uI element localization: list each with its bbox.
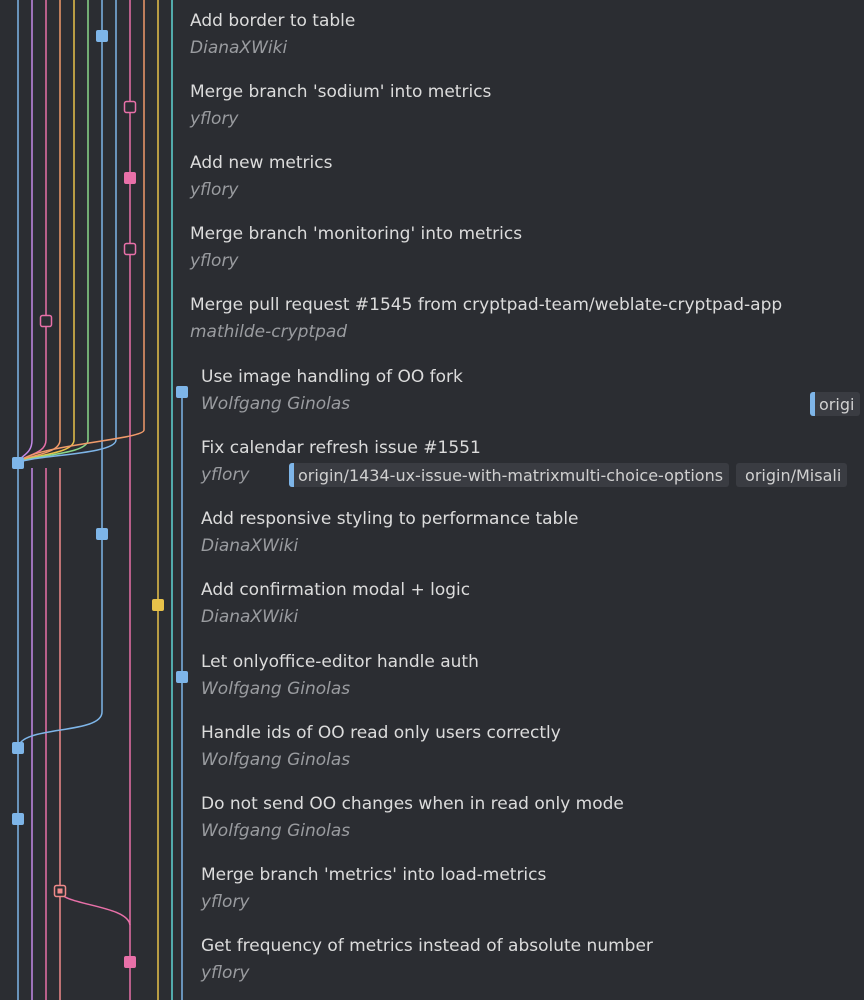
commit-message: Merge pull request #1545 from cryptpad-t… (190, 295, 783, 315)
merge-node-dot (57, 888, 63, 894)
commit-author: yflory (190, 251, 239, 271)
commit-row[interactable]: Merge branch 'metrics' into load-metrics… (0, 855, 864, 926)
commit-node[interactable] (12, 457, 24, 469)
commit-row[interactable]: Do not send OO changes when in read only… (0, 784, 864, 855)
merge-curve (17, 439, 117, 464)
commit-author: yflory (190, 109, 239, 129)
commit-author: Wolfgang Ginolas (201, 394, 351, 414)
branch-refs: origi (810, 392, 861, 416)
merge-curve (17, 429, 145, 464)
branch-ref[interactable]: origin/1434-ux-issue-with-matrixmulti-ch… (289, 463, 730, 487)
commit-message: Add responsive styling to performance ta… (201, 509, 579, 529)
commit-row[interactable]: Add confirmation modal + logic DianaXWik… (0, 570, 864, 641)
commit-message: Add border to table (190, 11, 356, 31)
merge-node[interactable] (123, 242, 137, 256)
commit-message: Fix calendar refresh issue #1551 (201, 438, 481, 458)
merge-node[interactable] (123, 100, 137, 114)
commit-row[interactable]: Add responsive styling to performance ta… (0, 499, 864, 570)
commit-row[interactable]: Handle ids of OO read only users correct… (0, 713, 864, 784)
commit-message: Let onlyoffice-editor handle auth (201, 652, 479, 672)
commit-message: Do not send OO changes when in read only… (201, 794, 624, 814)
commit-author: yflory (190, 180, 239, 200)
commit-message: Merge branch 'monitoring' into metrics (190, 224, 523, 244)
commit-message: Use image handling of OO fork (201, 367, 463, 387)
branch-ref[interactable]: origi (810, 392, 861, 416)
commit-author: DianaXWiki (201, 536, 299, 556)
commit-node[interactable] (176, 386, 188, 398)
commit-author: yflory (201, 465, 250, 485)
commit-node[interactable] (96, 528, 108, 540)
commit-row[interactable]: Add new metrics yflory (0, 143, 864, 214)
commit-node[interactable] (152, 599, 164, 611)
commit-node[interactable] (124, 172, 136, 184)
commit-author: DianaXWiki (201, 607, 299, 627)
commit-message: Merge branch 'sodium' into metrics (190, 82, 492, 102)
commit-node[interactable] (96, 30, 108, 42)
commit-author: Wolfgang Ginolas (201, 679, 351, 699)
commit-author: Wolfgang Ginolas (201, 821, 351, 841)
commit-node[interactable] (12, 742, 24, 754)
commit-author: yflory (201, 892, 250, 912)
commit-row[interactable]: Merge branch 'monitoring' into metrics y… (0, 214, 864, 285)
commit-node[interactable] (124, 956, 136, 968)
commit-message: Get frequency of metrics instead of abso… (201, 936, 653, 956)
branch-ref[interactable]: origin/Misali (736, 463, 848, 487)
commit-row[interactable]: Let onlyoffice-editor handle auth Wolfga… (0, 642, 864, 713)
merge-node[interactable] (39, 314, 53, 328)
commit-message: Handle ids of OO read only users correct… (201, 723, 561, 743)
merge-curve (17, 711, 103, 749)
commit-node[interactable] (12, 813, 24, 825)
commit-author: Wolfgang Ginolas (201, 750, 351, 770)
commit-row[interactable]: Use image handling of OO fork Wolfgang G… (0, 357, 864, 428)
commit-message: Add confirmation modal + logic (201, 580, 471, 600)
commit-author: yflory (201, 963, 250, 983)
commit-row[interactable]: Fix calendar refresh issue #1551 yflory … (0, 428, 864, 499)
commit-row[interactable]: Get frequency of metrics instead of abso… (0, 926, 864, 997)
commit-author: mathilde-cryptpad (190, 322, 348, 342)
commit-row[interactable]: Add border to table DianaXWiki (0, 1, 864, 72)
commit-node[interactable] (176, 671, 188, 683)
commit-author: DianaXWiki (190, 38, 288, 58)
commit-row[interactable]: Merge branch 'sodium' into metrics yflor… (0, 72, 864, 143)
commit-row[interactable]: Merge pull request #1545 from cryptpad-t… (0, 285, 864, 356)
commit-message: Merge branch 'metrics' into load-metrics (201, 865, 547, 885)
commit-graph (12, 0, 188, 1000)
commit-message: Add new metrics (190, 153, 333, 173)
branch-refs: origin/1434-ux-issue-with-matrixmulti-ch… (289, 463, 848, 487)
